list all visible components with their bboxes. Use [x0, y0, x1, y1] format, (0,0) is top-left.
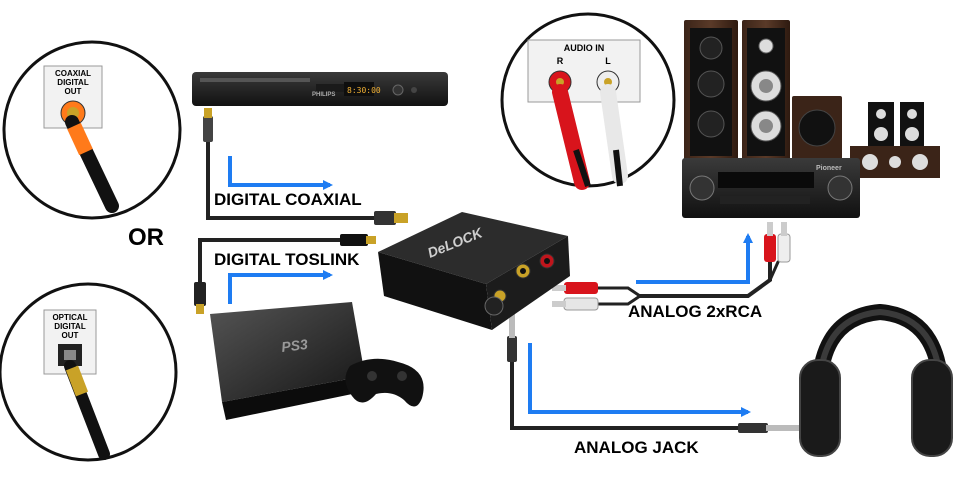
label-digital-toslink: DIGITAL TOSLINK	[214, 250, 360, 269]
cables	[198, 138, 780, 430]
dvd-player: PHILIPS 8:30:00	[192, 72, 448, 106]
gamepad	[345, 358, 424, 407]
label-or: OR	[128, 224, 164, 251]
inset-coaxial-line1: COAXIAL	[55, 69, 91, 78]
label-digital-coaxial: DIGITAL COAXIAL	[214, 190, 362, 209]
console-logo: PS3	[280, 336, 308, 355]
jack-cable	[510, 358, 748, 430]
label-analog-rca: ANALOG 2xRCA	[628, 302, 763, 321]
coaxial-plug-converter	[374, 211, 408, 225]
signal-arrows	[228, 156, 753, 417]
rca-plugs-receiver	[764, 222, 791, 263]
inset-coaxial-line3: OUT	[65, 87, 82, 96]
coaxial-cable	[206, 138, 380, 220]
receiver-brand: Pioneer	[816, 165, 842, 172]
rca-plugs-converter	[552, 282, 599, 311]
coaxial-plug-top	[203, 108, 213, 142]
speaker-system: Pioneer	[682, 20, 940, 218]
inset-coaxial-digital-out: COAXIAL DIGITAL OUT	[2, 40, 182, 220]
jack-plug-headphones	[738, 423, 800, 433]
label-analog-jack: ANALOG JACK	[574, 438, 699, 457]
toslink-plug-console	[194, 282, 206, 314]
rca-cable-right	[596, 294, 642, 306]
inset-audio-in-left: L	[605, 56, 611, 66]
inset-optical-digital-out: OPTICAL DIGITAL OUT	[0, 282, 178, 462]
inset-audio-in-title: AUDIO IN	[564, 43, 605, 53]
ps3-console: PS3	[210, 302, 365, 420]
toslink-plug-converter	[340, 234, 376, 246]
arrow-jack	[528, 343, 751, 417]
inset-audio-in-right: R	[557, 56, 564, 66]
headphones	[799, 303, 953, 457]
arrow-coaxial	[228, 156, 333, 190]
rca-cable-left	[596, 286, 642, 298]
dvd-display: 8:30:00	[347, 86, 381, 95]
jack-plug-converter	[507, 312, 517, 362]
audio-converter: DeLOCK	[378, 212, 570, 330]
inset-optical-line3: OUT	[62, 331, 79, 340]
rca-cable-main	[638, 260, 772, 298]
inset-optical-line2: DIGITAL	[54, 322, 86, 331]
arrow-rca	[636, 233, 753, 284]
toslink-cable	[198, 238, 347, 302]
dvd-brand: PHILIPS	[312, 92, 335, 98]
inset-audio-in: AUDIO IN R L	[500, 12, 676, 190]
rca-cable-split	[768, 260, 780, 282]
inset-coaxial-line2: DIGITAL	[57, 78, 89, 87]
inset-optical-line1: OPTICAL	[52, 313, 87, 322]
arrow-toslink	[228, 270, 333, 304]
